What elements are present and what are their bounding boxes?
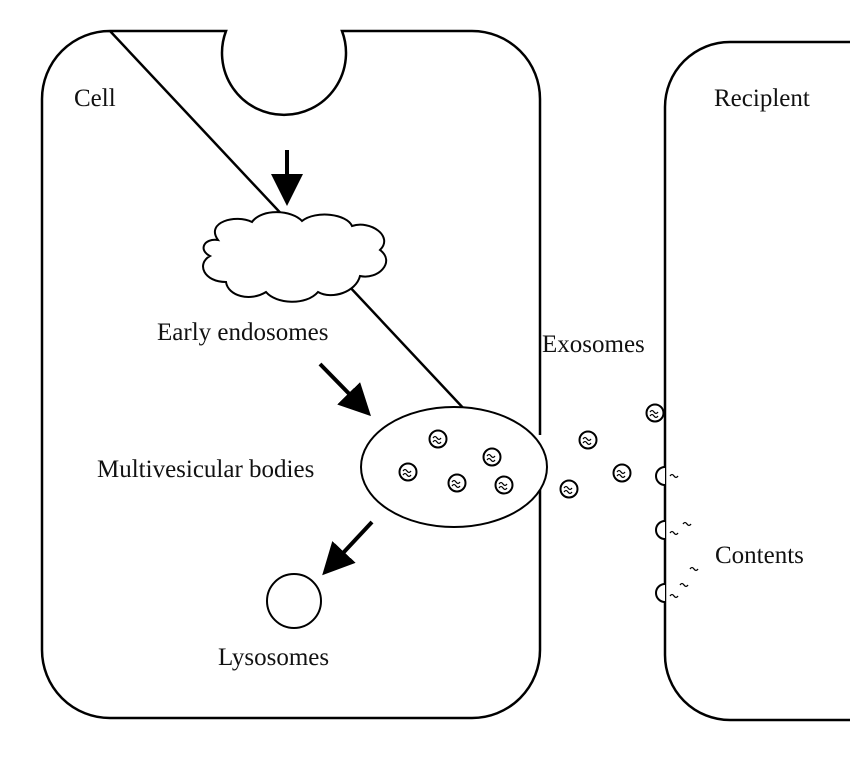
fusion-pocket [655, 466, 666, 486]
released-content [669, 473, 679, 479]
intraluminal-vesicles [398, 429, 514, 495]
recipient-cell-membrane [663, 40, 850, 722]
fusion-pocket [655, 520, 666, 540]
vesicle-icon [482, 447, 502, 467]
released-exosomes [559, 403, 665, 499]
vesicle-icon [428, 429, 448, 449]
released-content [669, 566, 699, 599]
fusion-pocket [655, 583, 666, 603]
vesicle-icon [612, 463, 632, 483]
early-endosomes-label: Early endosomes [157, 319, 328, 346]
early-endosome-cloud [202, 211, 388, 303]
cell-label: Cell [74, 85, 116, 112]
released-content [669, 521, 692, 536]
fusion-sites [655, 466, 699, 603]
multivesicular-bodies-label: Multivesicular bodies [97, 456, 314, 483]
lysosome [266, 573, 322, 629]
arrow-to-mvb [318, 362, 371, 417]
multivesicular-body [360, 406, 548, 528]
exosomes-label: Exosomes [542, 331, 645, 358]
vesicle-icon [559, 479, 579, 499]
arrow-to-lysosome [322, 520, 374, 576]
recipient-label: Reciplent [714, 85, 810, 112]
vesicle-icon [398, 462, 418, 482]
vesicle-icon [645, 403, 665, 423]
cell-membrane [40, 29, 542, 720]
vesicle-icon [578, 430, 598, 450]
contents-label: Contents [715, 542, 804, 569]
lysosomes-label: Lysosomes [218, 644, 329, 671]
vesicle-icon [494, 475, 514, 495]
vesicle-icon [447, 473, 467, 493]
